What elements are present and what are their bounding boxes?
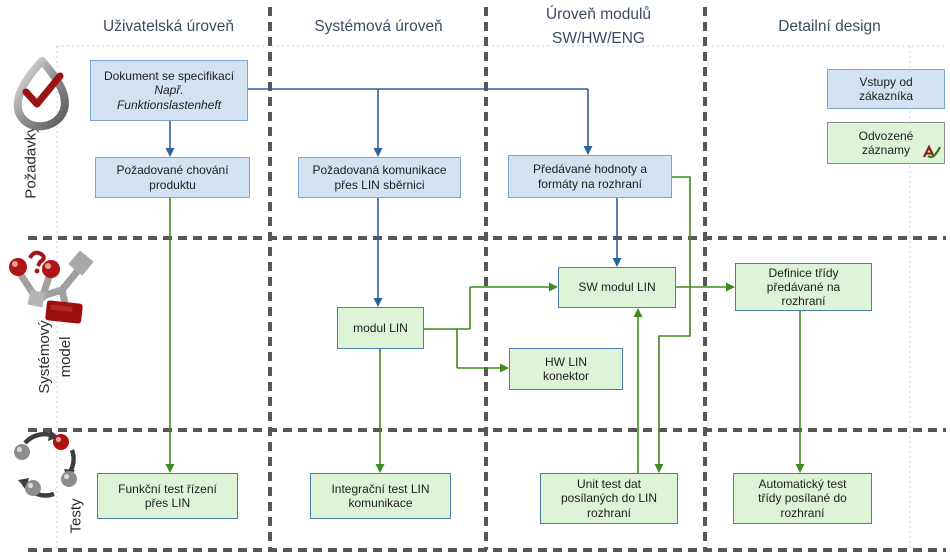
- box-predavane-hodnoty: Předávané hodnoty a formáty na rozhraní: [508, 155, 672, 198]
- column-header-system-level: Systémová úroveň: [314, 18, 443, 35]
- box-dokument-note: Např. Funktionslastenheft: [116, 83, 222, 112]
- connector-dokument-to-chovani: [165, 121, 175, 157]
- connector-unit-test-to-sw-modul: [633, 308, 643, 473]
- connector-modul-lin-to-hw-konektor: [456, 329, 509, 373]
- box-definice-tridy: Definice třídy předávané na rozhraní: [735, 263, 872, 311]
- box-dokument-title: Dokument se specifikací: [103, 69, 235, 84]
- column-header-module-level: Úroveň modulů SW/HW/ENG: [545, 6, 652, 48]
- connector-modul-lin-to-integracni-test: [375, 349, 385, 473]
- signature-icon: [921, 130, 941, 162]
- box-automaticky-test: Automatický test třídy posílané do rozhr…: [733, 473, 872, 524]
- box-modul-lin: modul LIN: [337, 307, 424, 349]
- test-cycle-icon: [10, 428, 82, 507]
- box-sw-modul-lin: SW modul LIN: [558, 267, 676, 308]
- connector-chovani-to-funkcni-test: [165, 198, 175, 473]
- connector-modul-lin-to-sw-modul: [424, 282, 558, 330]
- legend-odvozene-label: Odvozené záznamy: [858, 128, 914, 157]
- connector-definice-to-automaticky-test: [795, 311, 805, 473]
- box-dokument-specifikace: Dokument se specifikací Např. Funktionsl…: [90, 60, 248, 121]
- box-pozadovane-chovani: Požadované chování produktu: [95, 157, 250, 198]
- box-funkcni-test: Funkční test řízení přes LIN: [97, 473, 238, 519]
- connector-komunikace-to-modul-lin: [373, 198, 383, 307]
- column-header-user-level: Uživatelská úroveň: [103, 18, 234, 35]
- system-model-icon: [4, 248, 96, 339]
- box-hw-lin-konektor: HW LIN konektor: [509, 348, 623, 390]
- box-integracni-test: Integrační test LIN komunikace: [310, 473, 451, 519]
- connector-hodnoty-to-unit-test: [654, 176, 691, 473]
- column-header-detail-design: Detailní design: [778, 18, 881, 35]
- connector-sw-modul-to-definice: [676, 282, 735, 292]
- legend-odvozene-box: Odvozené záznamy: [827, 122, 945, 164]
- requirements-pin-icon: [6, 56, 76, 141]
- box-pozadovana-komunikace: Požadovaná komunikace přes LIN sběrnici: [298, 157, 461, 198]
- box-unit-test: Unit test dat posílaných do LIN rozhraní: [540, 473, 678, 524]
- legend-vstupy-box: Vstupy od zákazníka: [827, 69, 945, 109]
- connector-dokument-to-komunikace-a-hodnoty: [248, 88, 593, 157]
- connector-hodnoty-to-sw-modul: [612, 198, 622, 267]
